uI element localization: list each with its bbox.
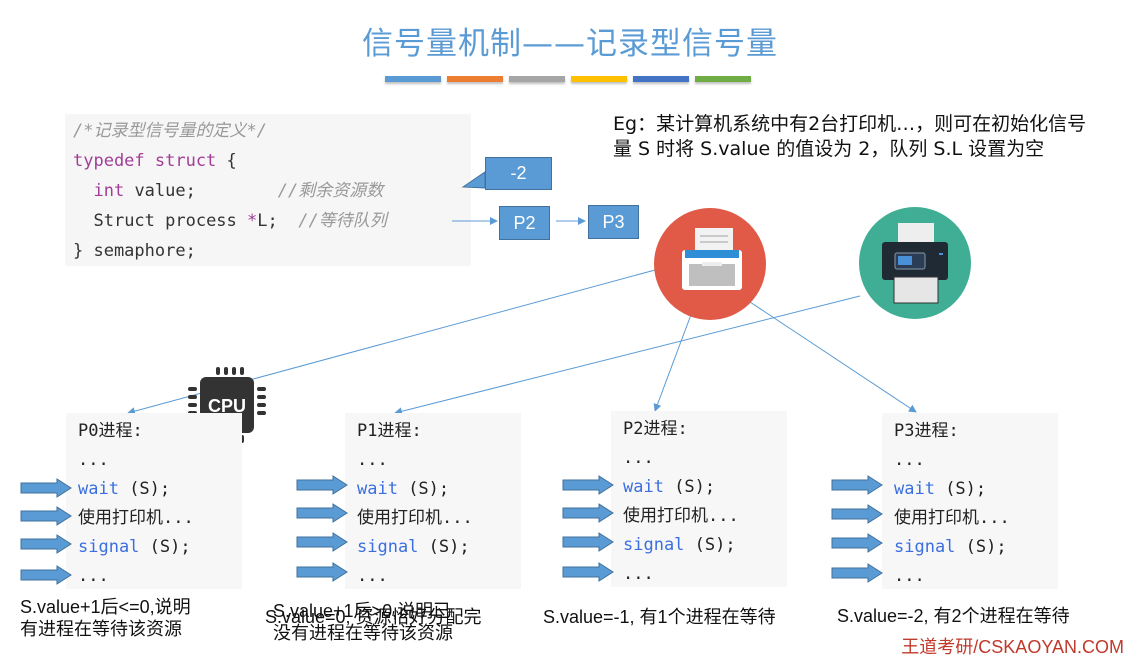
- signal-call: signal: [623, 535, 685, 555]
- signal-arg: (S);: [418, 537, 470, 557]
- color-bar: [571, 76, 627, 82]
- signal-arg: (S);: [684, 535, 736, 555]
- page-title: 信号量机制——记录型信号量: [362, 26, 778, 62]
- queue-node-p3: P3: [588, 205, 639, 239]
- wait-arg: (S);: [934, 479, 987, 499]
- process-block-p2: P2进程: ... wait (S); 使用打印机... signal (S);…: [611, 411, 787, 587]
- code-ellipsis: ...: [623, 564, 654, 584]
- process-name: P1进程:: [357, 421, 422, 441]
- process-name: P3进程:: [894, 421, 959, 441]
- color-bar: [633, 76, 689, 82]
- use-printer-line: 使用打印机...: [623, 506, 739, 526]
- wait-call: wait: [78, 479, 119, 499]
- code-text: } semaphore;: [73, 241, 196, 261]
- code-ellipsis: ...: [894, 566, 925, 586]
- caption-p0: S.value+1后<=0,说明 有进程在等待该资源: [20, 596, 191, 640]
- code-text: value;: [124, 181, 196, 201]
- color-bar: [447, 76, 503, 82]
- color-bar: [509, 76, 565, 82]
- code-text: Struct process: [93, 211, 248, 231]
- caption-line: 有进程在等待该资源: [20, 619, 182, 639]
- wait-call: wait: [623, 477, 664, 497]
- watermark: 王道考研/CSKAOYAN.COM: [901, 637, 1124, 657]
- code-ellipsis: ...: [894, 450, 925, 470]
- process-block-p1: P1进程: ... wait (S); 使用打印机... signal (S);…: [345, 413, 521, 589]
- code-ellipsis: ...: [78, 566, 109, 586]
- code-ellipsis: ...: [623, 448, 654, 468]
- line-printer2-to-p1: [394, 295, 861, 416]
- caption-line: S.value+1后<=0,说明: [20, 597, 191, 617]
- printer-icon: [859, 207, 971, 319]
- title-color-bars: [385, 76, 751, 82]
- code-comment: //剩余资源数: [277, 181, 384, 201]
- line-printer-to-p3: [749, 301, 917, 413]
- process-block-p3: P3进程: ... wait (S); 使用打印机... signal (S);…: [882, 413, 1058, 589]
- code-ellipsis: ...: [357, 566, 388, 586]
- use-printer-line: 使用打印机...: [78, 508, 194, 528]
- queue-node-p2: P2: [499, 206, 550, 240]
- wait-arg: (S);: [118, 479, 171, 499]
- cpu-label: CPU: [208, 396, 246, 416]
- code-text: L;: [257, 211, 278, 231]
- code-comment-header: /*记录型信号量的定义*/: [73, 121, 267, 141]
- caption-p3: S.value=-2, 有2个进程在等待: [837, 606, 1070, 626]
- caption-p2: S.value=-1, 有1个进程在等待: [543, 607, 776, 627]
- caption-line: S.value+1后>0,说明已: [273, 601, 452, 621]
- caption-line: 没有进程在等待该资源: [273, 623, 453, 643]
- code-comment: //等待队列: [298, 211, 387, 231]
- line-printer-to-p2: [653, 311, 693, 412]
- color-bar: [695, 76, 751, 82]
- wait-call: wait: [894, 479, 935, 499]
- wait-call: wait: [357, 479, 398, 499]
- process-name: P2进程:: [623, 419, 688, 439]
- example-description: Eg：某计算机系统中有2台打印机…，则可在初始化信号量 S 时将 S.value…: [613, 113, 1087, 160]
- signal-call: signal: [357, 537, 419, 557]
- signal-arg: (S);: [139, 537, 191, 557]
- caption-p1-front: S.value=0, 资源恰好分配完: [265, 607, 482, 627]
- code-text: {: [216, 151, 237, 171]
- use-printer-line: 使用打印机...: [357, 508, 473, 528]
- color-bar: [385, 76, 441, 82]
- printer-icon: [654, 208, 766, 320]
- semaphore-code-block: /*记录型信号量的定义*/ typedef struct { int value…: [65, 114, 471, 266]
- signal-arg: (S);: [955, 537, 1007, 557]
- signal-call: signal: [894, 537, 956, 557]
- value-callout: -2: [485, 157, 552, 190]
- wait-arg: (S);: [663, 477, 716, 497]
- code-keyword: typedef struct: [73, 151, 217, 171]
- process-name: P0进程:: [78, 421, 143, 441]
- code-keyword: int: [93, 181, 125, 201]
- use-printer-line: 使用打印机...: [894, 508, 1010, 528]
- process-block-p0: P0进程: ... wait (S); 使用打印机... signal (S);…: [66, 413, 242, 589]
- code-ellipsis: ...: [78, 450, 109, 470]
- code-pointer: *: [247, 211, 258, 231]
- caption-p1-back: S.value+1后>0,说明已 没有进程在等待该资源: [273, 600, 453, 644]
- signal-call: signal: [78, 537, 140, 557]
- code-ellipsis: ...: [357, 450, 388, 470]
- callout-tail: [461, 171, 486, 189]
- wait-arg: (S);: [397, 479, 450, 499]
